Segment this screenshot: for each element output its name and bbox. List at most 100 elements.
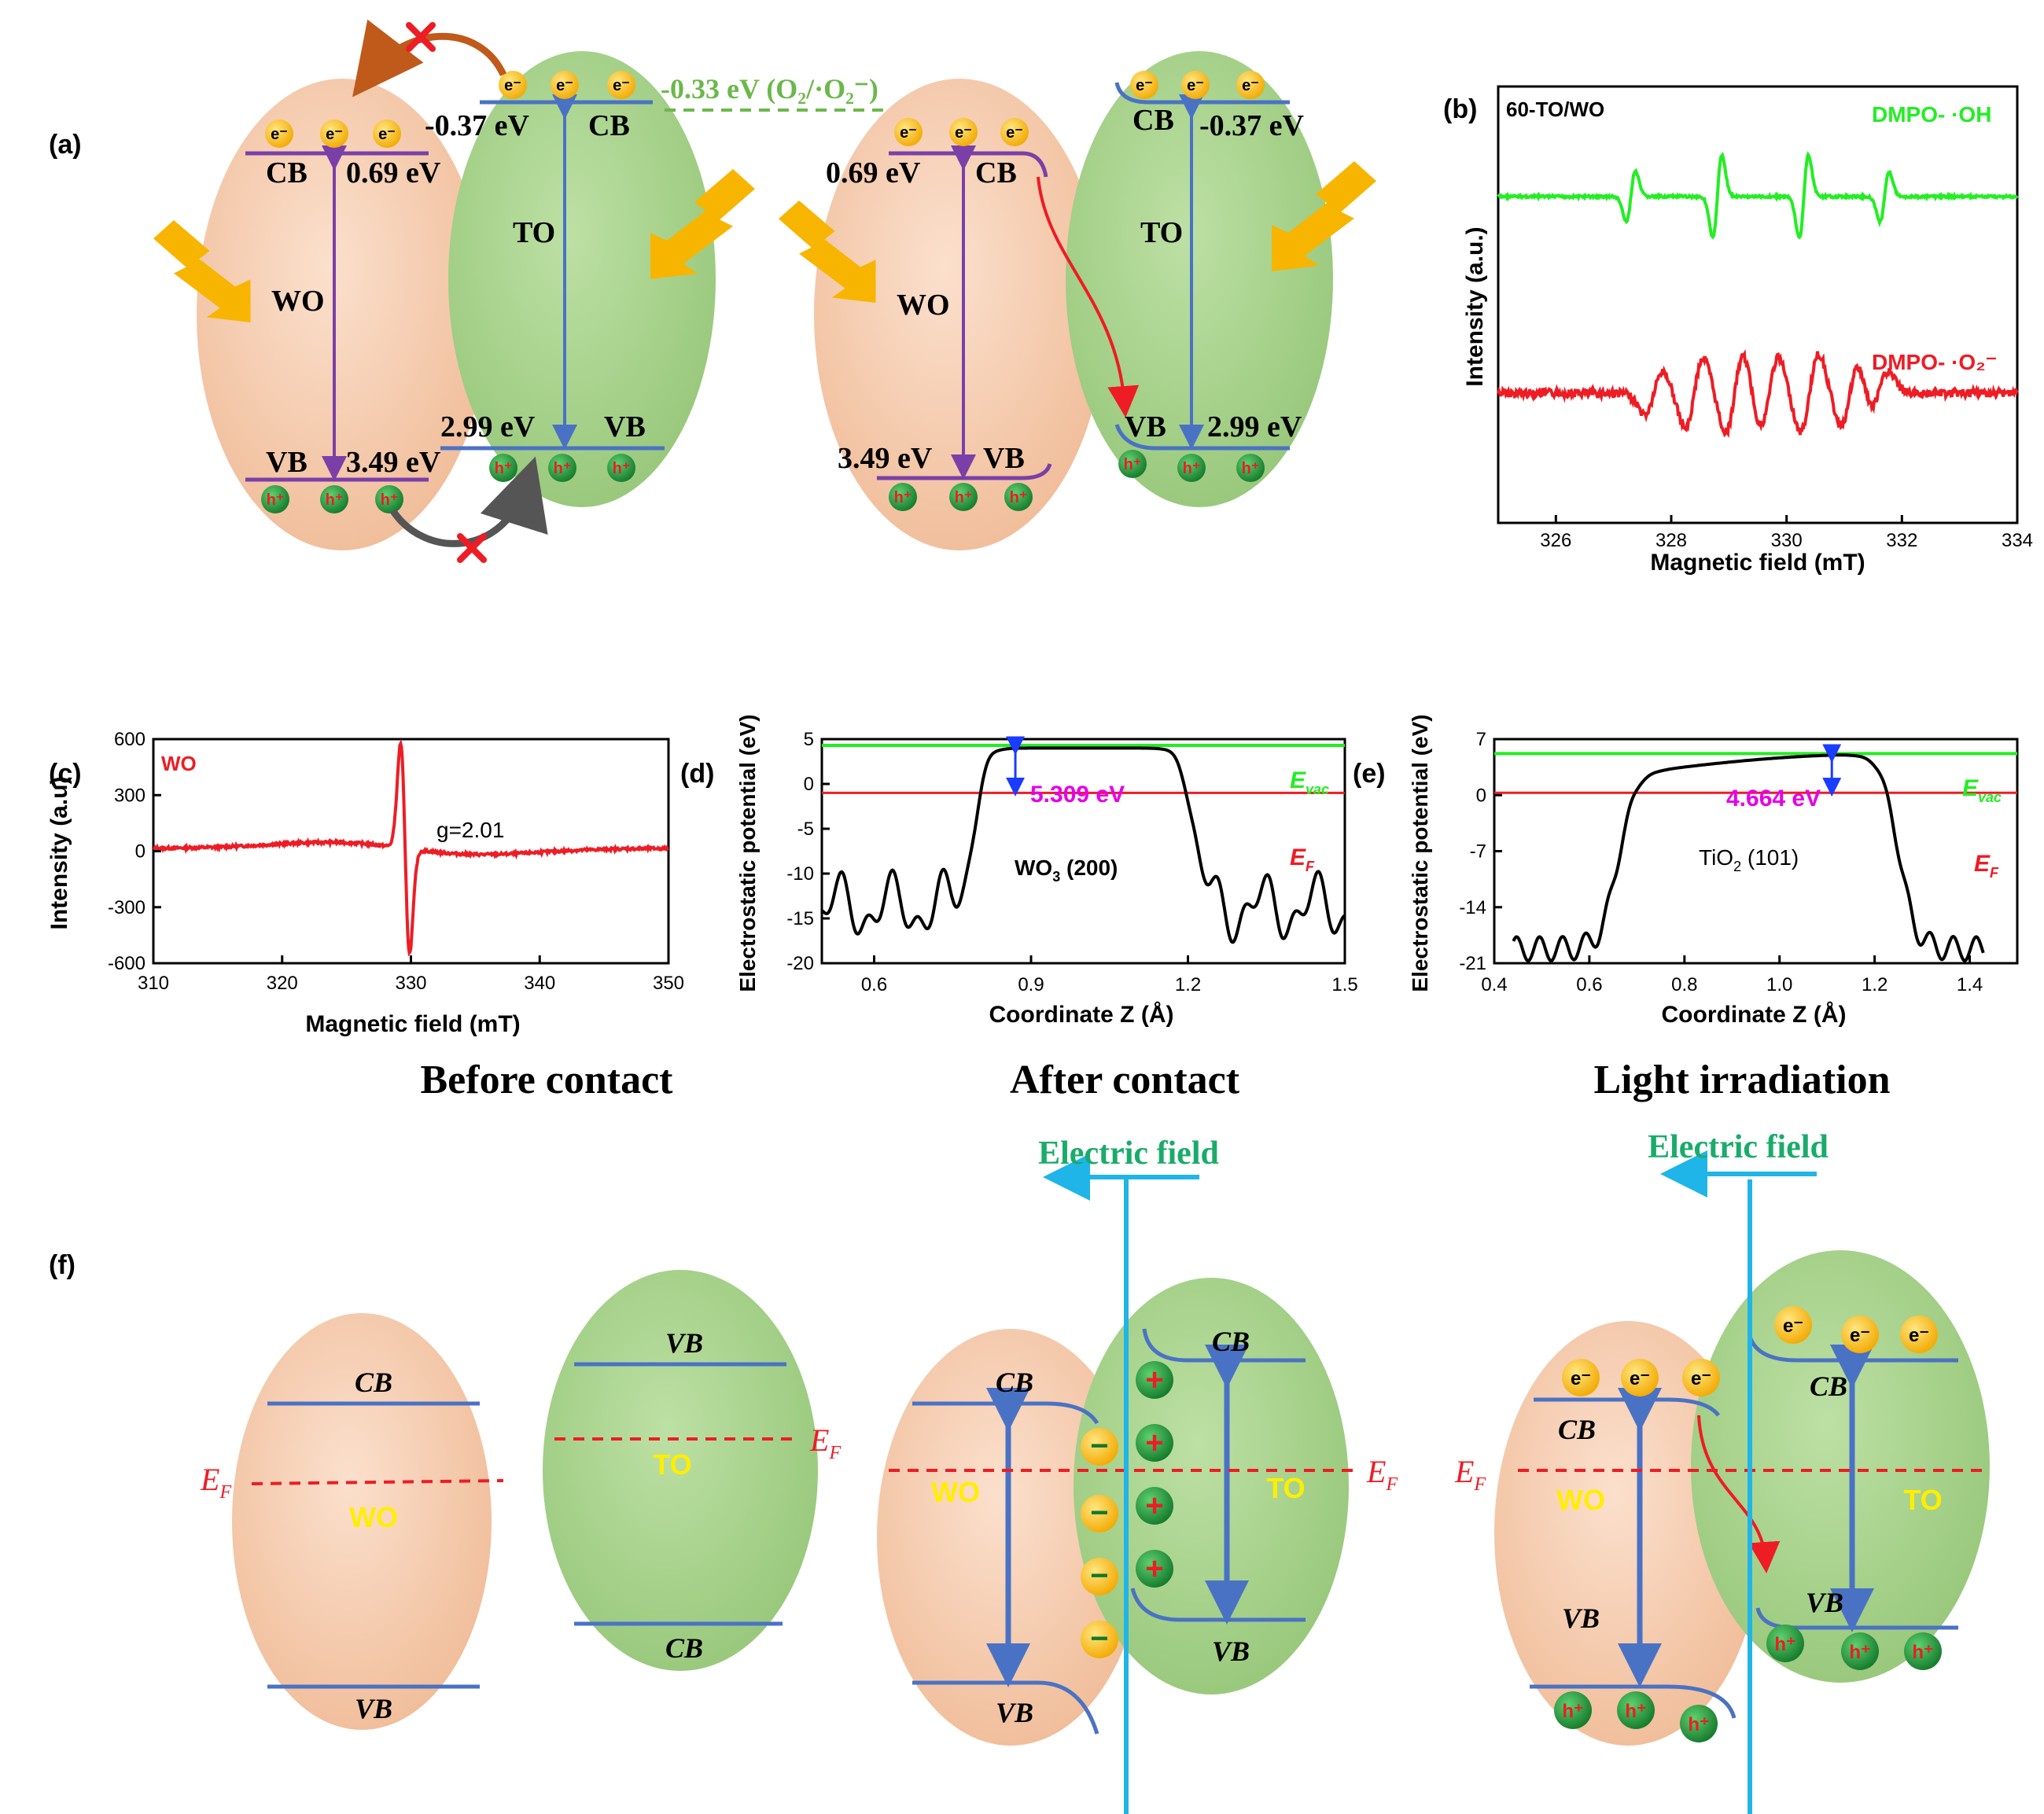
- chart-e-xtick-label: 1.4: [1957, 974, 1983, 995]
- electron-icon: e⁻: [1130, 71, 1158, 99]
- electron-icon: e⁻: [499, 71, 527, 99]
- chart-d-ytick-label: -10: [786, 863, 814, 885]
- wo-fermi-line: [251, 1479, 504, 1485]
- chart-d-work-function: 5.309 eV: [1030, 782, 1125, 808]
- chart-c-ylabel: Intensity (a.u): [46, 776, 72, 929]
- svg-text:h⁺: h⁺: [894, 489, 912, 506]
- electron-icon: e⁻: [551, 71, 579, 99]
- wo-cb-label: CB: [975, 156, 1017, 189]
- chart-b-xtick-label: 330: [1771, 530, 1803, 551]
- chart-e-ef-label: EF: [1974, 851, 1999, 881]
- svg-text:−: −: [1090, 1621, 1108, 1656]
- svg-text:e⁻: e⁻: [556, 77, 573, 94]
- electron-icon: e⁻: [373, 120, 401, 148]
- chart-b-xtick-label: 328: [1655, 530, 1687, 551]
- wo-cb-label: CB: [1558, 1414, 1596, 1445]
- electron-icon: e⁻: [1621, 1359, 1659, 1396]
- chart-c-xtick-label: 350: [653, 973, 684, 994]
- electron-icon: e⁻: [1682, 1359, 1720, 1396]
- hole-icon: h⁺: [548, 454, 576, 482]
- cross-icon: [406, 22, 436, 52]
- hole-icon: h⁺: [261, 485, 289, 513]
- chart-b-xlabel: Magnetic field (mT): [1650, 550, 1865, 576]
- to-cb-label: CB: [588, 109, 630, 142]
- hole-icon: h⁺: [1766, 1625, 1804, 1662]
- hole-icon: h⁺: [1118, 450, 1147, 478]
- to-particle-a1: [448, 51, 716, 507]
- to-vb-bent: [1114, 424, 1290, 451]
- chart-d-evac-label: Evac: [1290, 767, 1329, 797]
- hole-icon: h⁺: [1617, 1691, 1655, 1729]
- svg-text:h⁺: h⁺: [1242, 460, 1260, 477]
- wo-label: WO: [897, 289, 950, 322]
- electron-icon: e⁻: [1181, 71, 1210, 99]
- fermi-label: EF: [200, 1462, 231, 1503]
- to-label: TO: [1140, 216, 1183, 249]
- svg-text:h⁺: h⁺: [1562, 1701, 1583, 1722]
- panel-label-e: (e): [1353, 759, 1386, 789]
- stage-title-after: After contact: [1010, 1058, 1240, 1102]
- svg-text:h⁺: h⁺: [1124, 456, 1142, 473]
- wo-vb-energy: 3.49 eV: [346, 446, 441, 479]
- to-label: TO: [653, 1448, 691, 1481]
- chart-d-xtick-label: 0.9: [1018, 974, 1044, 995]
- wo-vb-label: VB: [1562, 1602, 1600, 1634]
- svg-text:h⁺: h⁺: [326, 491, 344, 509]
- svg-text:e⁻: e⁻: [1187, 77, 1204, 94]
- wo-cb-energy: 0.69 eV: [346, 156, 441, 189]
- to-particle-f1: [543, 1270, 818, 1671]
- wo-cb-label: CB: [355, 1367, 392, 1398]
- chart-c-xlabel: Magnetic field (mT): [305, 1011, 520, 1037]
- wo-vb-label: VB: [996, 1697, 1033, 1728]
- chart-c-ytick-label: -600: [108, 953, 145, 974]
- hole-icon: h⁺: [1680, 1705, 1718, 1742]
- electric-field-label: Electric field: [1038, 1135, 1219, 1172]
- svg-text:e⁻: e⁻: [613, 77, 630, 94]
- chart-c-ytick-label: -300: [108, 897, 145, 918]
- chart-b-sample: 60-TO/WO: [1506, 98, 1604, 121]
- hole-icon: h⁺: [489, 454, 517, 482]
- wo-cb-label: CB: [266, 156, 308, 189]
- wo-cb-energy: 0.69 eV: [826, 156, 921, 189]
- chart-c-ytick-label: 600: [114, 729, 145, 750]
- svg-text:h⁺: h⁺: [1688, 1714, 1709, 1735]
- stage-title-before: Before contact: [420, 1058, 673, 1102]
- z-scheme-transfer-arrow: [1037, 176, 1140, 418]
- chart-e-ytick-label: -7: [1470, 841, 1486, 863]
- to-vb-label: VB: [1125, 410, 1166, 443]
- hole-icon: h⁺: [949, 483, 978, 511]
- chart-e-series: [1512, 753, 1985, 963]
- chart-e-evac-label: Evac: [1962, 775, 2002, 805]
- svg-text:e⁻: e⁻: [1691, 1368, 1711, 1389]
- to-vb-label: VB: [604, 410, 646, 443]
- chart-e-xtick-label: 1.2: [1862, 974, 1887, 995]
- chart-e-ytick-label: 0: [1476, 785, 1486, 806]
- svg-text:h⁺: h⁺: [381, 491, 399, 509]
- to-label: TO: [1266, 1472, 1305, 1504]
- chart-b-frame: [1497, 85, 2019, 524]
- to-cb-energy: -0.37 eV: [1199, 109, 1305, 142]
- chart-d-xtick-label: 0.6: [861, 974, 887, 995]
- svg-text:e⁻: e⁻: [1630, 1368, 1650, 1389]
- electron-icon: e⁻: [1900, 1315, 1938, 1353]
- chart-d-series: [820, 746, 1346, 944]
- chart-c-series: [153, 738, 669, 957]
- electron-icon: e⁻: [949, 118, 978, 146]
- chart-d-ytick-label: -20: [786, 953, 814, 974]
- wo-vb-label: VB: [355, 1693, 392, 1724]
- stage-title-light: Light irradiation: [1593, 1058, 1890, 1102]
- chart-b-legend-oh: DMPO- ·OH: [1872, 102, 1991, 127]
- svg-text:−: −: [1090, 1558, 1108, 1593]
- chart-b-xtick-label: 334: [2002, 530, 2033, 551]
- panel-f: CB VB VB CB WO TO EF EF CB VB CB VB WO T…: [200, 1129, 1990, 1814]
- wo-vb-energy: 3.49 eV: [838, 442, 933, 475]
- fermi-label: EF: [809, 1422, 841, 1463]
- electron-icon: e⁻: [1562, 1359, 1600, 1396]
- wo-label: WO: [931, 1476, 980, 1508]
